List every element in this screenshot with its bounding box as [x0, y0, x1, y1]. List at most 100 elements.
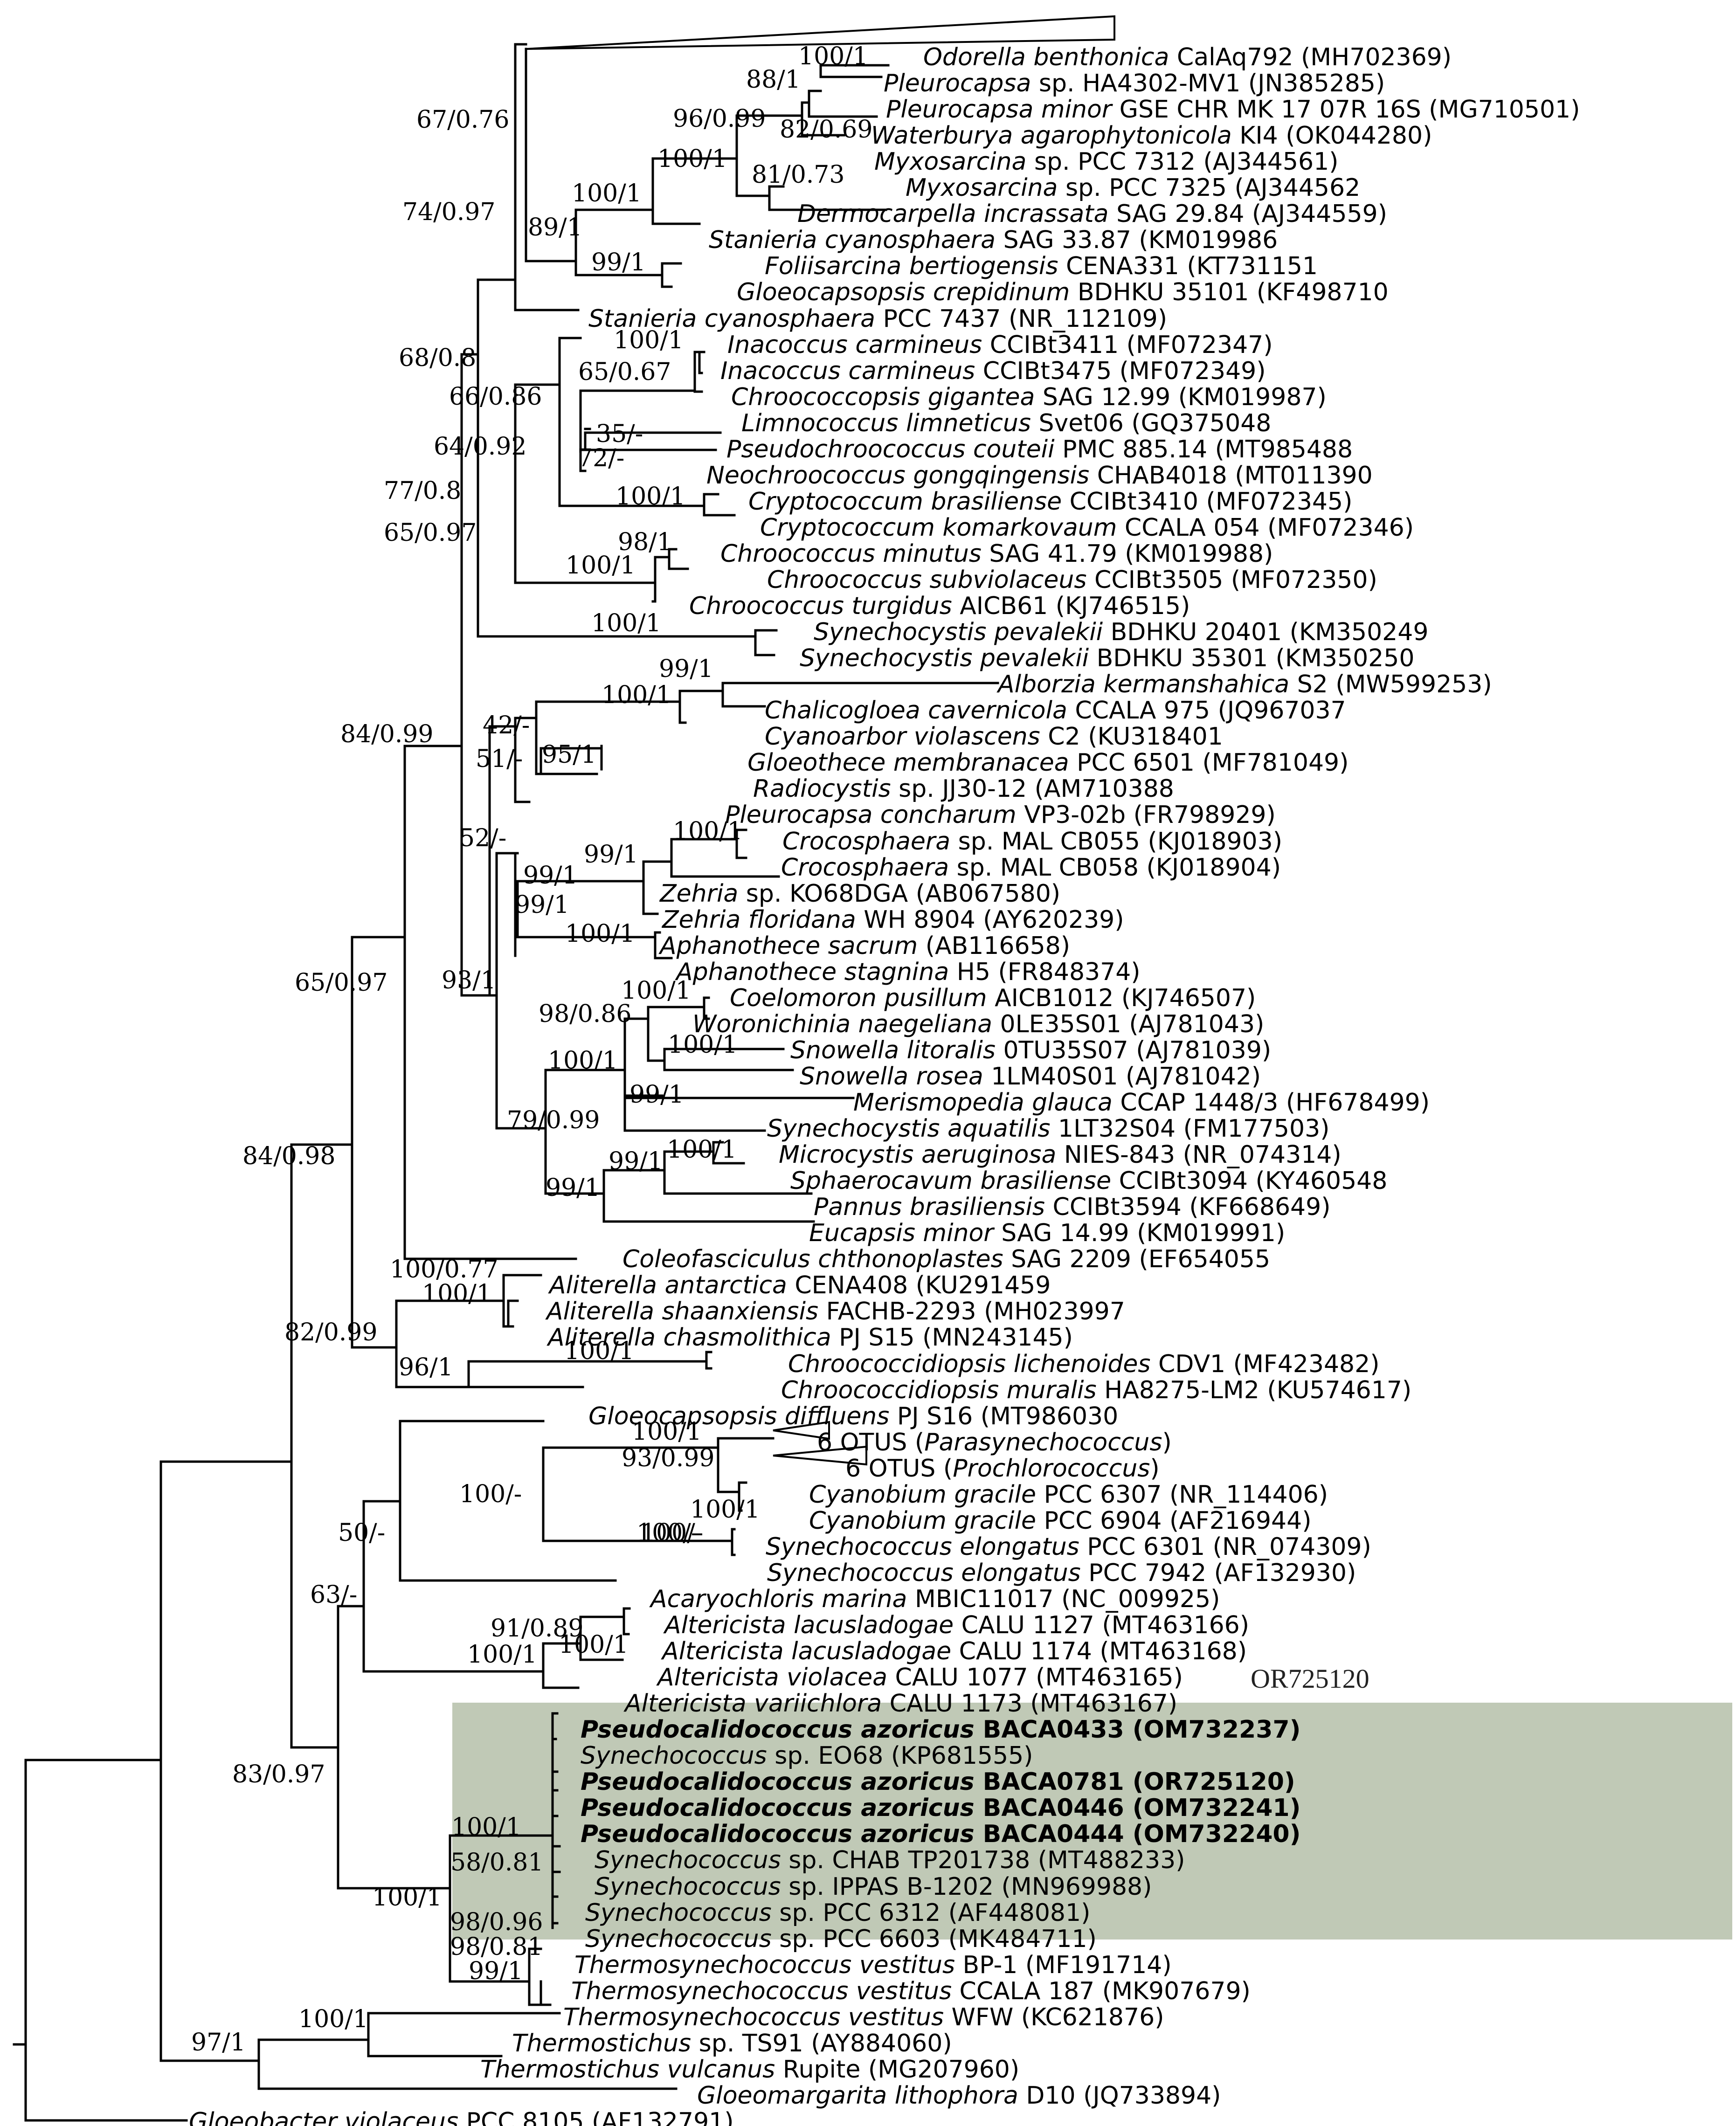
support-value: 100/-: [641, 1519, 703, 1547]
support-value: 100/1: [673, 817, 743, 845]
support-value: 99/1: [469, 1957, 523, 1985]
taxon-label: Coelomoron pusillum AICB1012 (KJ746507): [730, 984, 1256, 1012]
tree-branch: [754, 629, 778, 656]
tree-branch: [551, 1712, 559, 1817]
taxon-label: 6 OTUS (Prochlorococcus): [845, 1455, 1160, 1483]
taxon-label: Pseudochroococcus couteii PMC 885.14 (MT…: [726, 435, 1353, 463]
support-value: 98/0.86: [539, 1000, 631, 1028]
taxon-label: Synechocystis pevalekii BDHKU 35301 (KM3…: [800, 644, 1414, 672]
tree-branch: [647, 1006, 705, 1062]
support-value: 35/-: [596, 420, 643, 448]
support-value: 100/1: [422, 1280, 492, 1308]
taxon-label: Gloeocapsopsis crepidinum BDHKU 35101 (K…: [737, 278, 1389, 306]
taxon-label: Synechococcus sp. PCC 6312 (AF448081): [585, 1899, 1090, 1927]
tree-branch: [467, 1360, 708, 1388]
support-value: 100/1: [572, 179, 642, 207]
taxon-label: Pleurocapsa concharum VP3-02b (FR798929): [725, 801, 1276, 829]
support-value: 50/-: [338, 1519, 385, 1547]
taxon-label: Cryptococcum brasiliense CCIBt3410 (MF07…: [748, 488, 1352, 516]
taxon-label: Radiocystis sp. JJ30-12 (AM710388: [753, 775, 1174, 803]
collapsed-clade-prochlorococcus: [773, 1445, 867, 1466]
support-value: 100/1: [616, 483, 685, 511]
tree-branches: [13, 43, 999, 2122]
tree-branch: [661, 262, 682, 288]
taxon-label: Gloeothece membranacea PCC 6501 (MF78104…: [747, 749, 1349, 777]
taxon-label: Crocosphaera sp. MAL CB055 (KJ018903): [782, 828, 1282, 856]
support-value: 99/1: [523, 862, 578, 890]
taxon-label: Chalicogloea cavernicola CCALA 975 (JQ96…: [765, 697, 1346, 725]
tree-branch: [663, 1048, 794, 1071]
support-value: 99/1: [609, 1147, 663, 1175]
taxon-label: Limnococcus limneticus Svet06 (GQ375048: [741, 409, 1271, 437]
taxon-label: Coleofasciculus chthonoplastes SAG 2209 …: [622, 1245, 1270, 1273]
taxon-label: Inacoccus carmineus CCIBt3475 (MF072349): [720, 357, 1266, 385]
support-value: 82/0.69: [780, 116, 872, 144]
support-value: 99/1: [515, 891, 569, 919]
support-value: 42/-: [483, 711, 530, 739]
tree-branch: [705, 1351, 712, 1370]
collapsed-clade-parasynechococcus: [773, 1421, 830, 1440]
support-value: 100/1: [566, 552, 636, 580]
tree-branch: [579, 1615, 625, 1661]
taxon-label: Aphanothece stagnina H5 (FR848374): [675, 958, 1141, 986]
taxon-label: Synechococcus elongatus PCC 7942 (AF1329…: [767, 1559, 1356, 1587]
taxon-label: Gloeocapsopsis diffluens PJ S16 (MT98603…: [588, 1402, 1118, 1430]
taxon-label: Pseudocalidococcus azoricus BACA0444 (OM…: [581, 1820, 1300, 1848]
taxon-label: Synechococcus sp. CHAB TP201738 (MT48823…: [595, 1846, 1185, 1874]
taxon-label: Thermostichus vulcanus Rupite (MG207960): [480, 2056, 1019, 2084]
support-value: 88/1: [746, 66, 801, 94]
collapsed-clade-top: [526, 15, 1115, 50]
tree-branch: [24, 1759, 188, 2122]
support-value: 100/1: [621, 977, 691, 1005]
support-value: 84/0.98: [242, 1142, 335, 1170]
taxon-label: Pleurocapsa sp. HA4302-MV1 (JN385285): [884, 69, 1385, 97]
taxon-label: Thermosynechococcus vestitus WFW (KC6218…: [563, 2003, 1164, 2031]
tree-branch: [539, 747, 603, 775]
taxon-label: Aphanothece sacrum (AB116658): [658, 932, 1070, 960]
taxon-label: Cyanobium gracile PCC 6904 (AF216944): [809, 1507, 1312, 1535]
taxon-label: Sphaerocavum brasiliense CCIBt3094 (KY46…: [790, 1167, 1387, 1195]
support-value: 100/1: [591, 609, 661, 637]
support-value: 100/1: [602, 681, 671, 709]
tree-branch: [551, 1845, 561, 1925]
tree-branch: [651, 556, 671, 603]
taxon-label: Synechocystis pevalekii BDHKU 20401 (KM3…: [814, 618, 1428, 646]
support-value: 67/0.76: [416, 106, 509, 134]
tree-branch: [819, 64, 890, 78]
tree-branch: [623, 1097, 855, 1132]
support-value: 66/0.86: [449, 383, 542, 411]
taxon-label: Thermosynechococcus vestitus CCALA 187 (…: [571, 1977, 1251, 2005]
tree-branch: [602, 1169, 815, 1223]
taxon-label: Synechococcus elongatus PCC 6301 (NR_074…: [766, 1533, 1371, 1561]
support-value: 74/0.97: [402, 198, 495, 226]
tree-branch: [670, 838, 780, 878]
taxon-label: Aliterella shaanxiensis FACHB-2293 (MH02…: [545, 1298, 1125, 1325]
taxon-label: Stanieria cyanosphaera PCC 7437 (NR_1121…: [588, 305, 1167, 333]
support-value: 51/-: [476, 745, 523, 773]
tree-branch: [622, 1607, 631, 1636]
support-value: 79/0.99: [507, 1106, 600, 1134]
support-value: 98/1: [618, 528, 672, 556]
taxon-label: Chroococcopsis gigantea SAG 12.99 (KM019…: [731, 383, 1327, 411]
support-value: 100/1: [668, 1031, 738, 1059]
taxon-label: Gloeomargarita lithophora D10 (JQ733894): [697, 2082, 1221, 2110]
tree-branch: [735, 828, 747, 859]
support-value: 100/1: [565, 920, 635, 948]
tree-branch: [642, 860, 673, 915]
tree-branch: [395, 1299, 505, 1388]
tree-branch: [651, 157, 738, 225]
tree-branch: [738, 1481, 747, 1512]
pseudocalidococcus-highlight-box: [452, 1703, 1732, 1940]
support-value: 98/0.96: [450, 1908, 543, 1936]
support-value: 93/0.99: [622, 1444, 714, 1472]
support-value: 93/1: [442, 966, 496, 994]
support-value: 100/1: [657, 145, 727, 173]
support-value: 65/0.67: [578, 358, 671, 386]
support-value: 100/-: [636, 1519, 699, 1547]
support-value: 100/1: [298, 2005, 368, 2033]
support-value: 52/-: [459, 824, 506, 852]
taxon-label: Eucapsis minor SAG 14.99 (KM019991): [809, 1219, 1285, 1247]
support-value: 72/-: [577, 444, 624, 472]
